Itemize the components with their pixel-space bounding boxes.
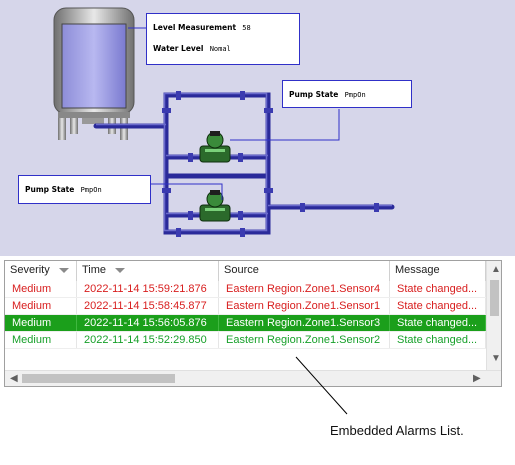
level-measurement-value: 58 xyxy=(242,24,251,32)
pump-state-label: Pump State xyxy=(25,185,75,194)
column-header-source[interactable]: Source xyxy=(219,261,390,281)
piping-diagram xyxy=(53,7,395,237)
water-tank[interactable] xyxy=(53,7,135,140)
time-cell: 2022-11-14 15:52:29.850 xyxy=(77,332,219,348)
message-cell: State changed... xyxy=(390,315,486,331)
time-cell: 2022-11-14 15:56:05.876 xyxy=(77,315,219,331)
vertical-scroll-thumb[interactable] xyxy=(490,280,499,316)
severity-cell: Medium xyxy=(5,281,77,297)
horizontal-scrollbar[interactable]: ◀ ▶ xyxy=(5,370,501,386)
caption: Embedded Alarms List. xyxy=(330,423,464,438)
water-level-label: Water Level xyxy=(153,44,204,53)
severity-cell: Medium xyxy=(5,298,77,314)
scroll-right-icon[interactable]: ▶ xyxy=(473,373,481,384)
water-level-value: Nomal xyxy=(209,45,231,53)
pump-state-box-bottom: Pump State PmpOn xyxy=(18,175,151,204)
horizontal-scroll-thumb[interactable] xyxy=(22,374,175,383)
column-header-severity[interactable]: Severity xyxy=(5,261,77,281)
message-cell: State changed... xyxy=(390,281,486,297)
table-row[interactable]: Medium 2022-11-14 15:59:21.876 Eastern R… xyxy=(5,281,486,298)
level-info-box: Level Measurement 58 Water Level Nomal xyxy=(146,13,300,65)
severity-cell: Medium xyxy=(5,332,77,348)
pump-state-box-top: Pump State PmpOn xyxy=(282,80,412,108)
source-cell: Eastern Region.Zone1.Sensor3 xyxy=(219,315,390,331)
alarm-list-header: Severity Time Source Message xyxy=(5,261,486,281)
pump-state-value: PmpOn xyxy=(344,91,366,99)
column-header-time[interactable]: Time xyxy=(77,261,219,281)
pump-bottom[interactable] xyxy=(199,190,231,222)
table-row[interactable]: Medium 2022-11-14 15:58:45.877 Eastern R… xyxy=(5,298,486,315)
pump-state-label: Pump State xyxy=(289,90,339,99)
pump-top[interactable] xyxy=(199,131,231,163)
sort-arrow-icon[interactable] xyxy=(115,268,125,273)
severity-cell: Medium xyxy=(5,315,77,331)
scroll-down-icon[interactable]: ▼ xyxy=(491,353,501,364)
time-cell: 2022-11-14 15:58:45.877 xyxy=(77,298,219,314)
source-cell: Eastern Region.Zone1.Sensor2 xyxy=(219,332,390,348)
table-row[interactable]: Medium 2022-11-14 15:52:29.850 Eastern R… xyxy=(5,332,486,349)
message-cell: State changed... xyxy=(390,298,486,314)
scroll-up-icon[interactable]: ▲ xyxy=(491,264,501,275)
vertical-scrollbar[interactable]: ▲ ▼ xyxy=(486,261,501,370)
table-row-selected[interactable]: Medium 2022-11-14 15:56:05.876 Eastern R… xyxy=(5,315,486,332)
message-cell: State changed... xyxy=(390,332,486,348)
sort-arrow-icon[interactable] xyxy=(59,268,69,273)
column-header-message[interactable]: Message xyxy=(390,261,486,281)
level-measurement-label: Level Measurement xyxy=(153,23,237,32)
time-cell: 2022-11-14 15:59:21.876 xyxy=(77,281,219,297)
pump-state-value: PmpOn xyxy=(80,186,102,194)
alarm-list[interactable]: Severity Time Source Message Medium 2022… xyxy=(4,260,502,387)
process-diagram: Level Measurement 58 Water Level Nomal P… xyxy=(0,0,515,256)
source-cell: Eastern Region.Zone1.Sensor1 xyxy=(219,298,390,314)
scroll-left-icon[interactable]: ◀ xyxy=(10,373,18,384)
alarm-list-body: Medium 2022-11-14 15:59:21.876 Eastern R… xyxy=(5,281,486,349)
source-cell: Eastern Region.Zone1.Sensor4 xyxy=(219,281,390,297)
